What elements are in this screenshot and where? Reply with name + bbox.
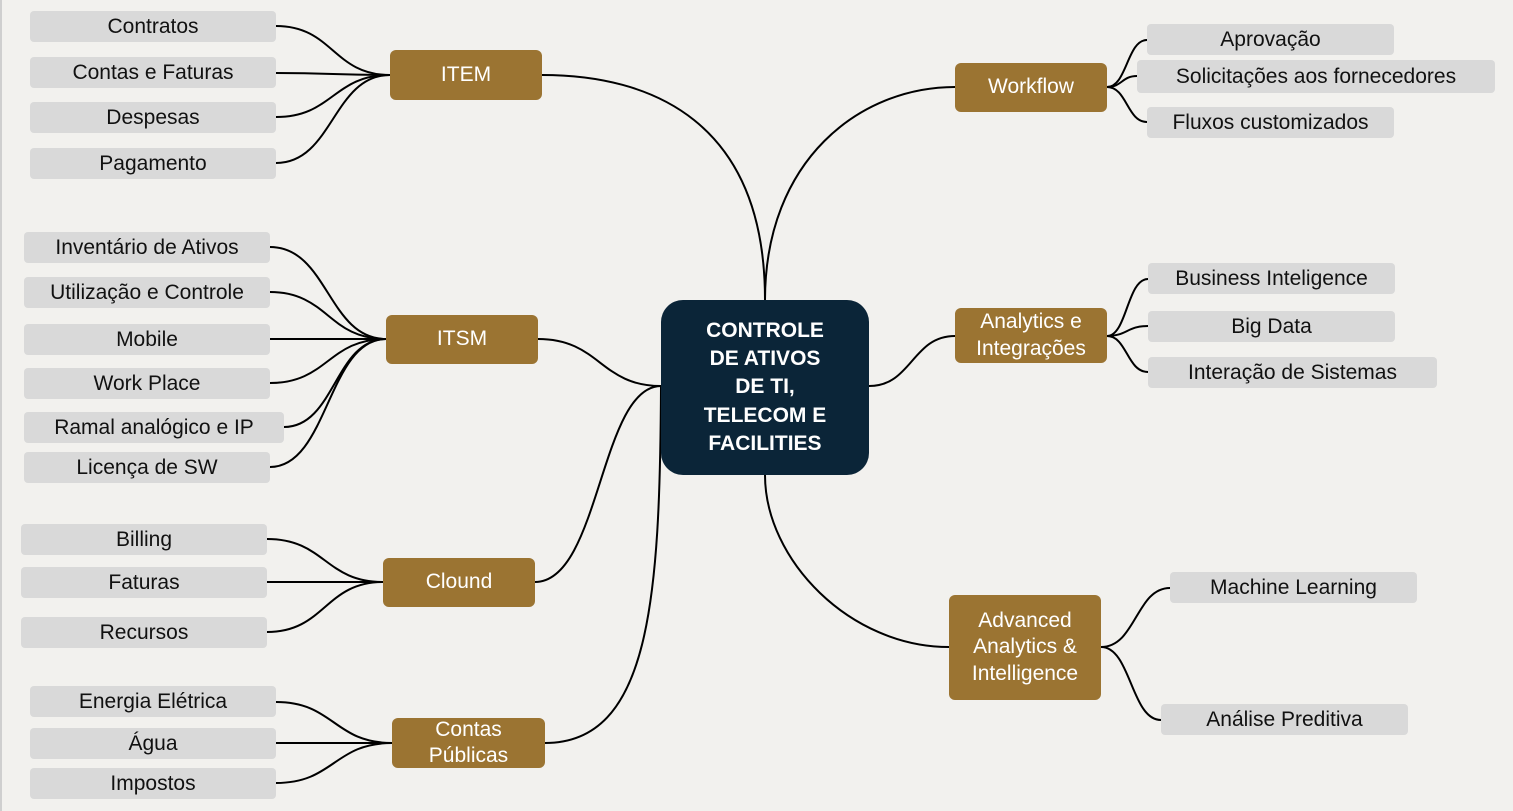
- leaf-agua[interactable]: Água: [30, 728, 276, 759]
- leaf-business-inteligence[interactable]: Business Inteligence: [1148, 263, 1395, 294]
- connector-item-pagamento: [275, 74, 391, 164]
- connector-center-advanced: [764, 474, 950, 648]
- connector-item-contratos: [275, 25, 391, 76]
- branch-item[interactable]: ITEM: [390, 50, 542, 100]
- leaf-ramal-analogico-e-ip[interactable]: Ramal analógico e IP: [24, 412, 284, 443]
- branch-advanced-analytics[interactable]: Advanced Analytics & Intelligence: [949, 595, 1101, 700]
- leaf-energia-eletrica[interactable]: Energia Elétrica: [30, 686, 276, 717]
- branch-cloud[interactable]: Clound: [383, 558, 535, 607]
- leaf-machine-learning[interactable]: Machine Learning: [1170, 572, 1417, 603]
- connector-item-contas: [275, 72, 391, 76]
- branch-analytics[interactable]: Analytics e Integrações: [955, 308, 1107, 363]
- leaf-contratos[interactable]: Contratos: [30, 11, 276, 42]
- connector-publicas-energia: [275, 701, 393, 744]
- connector-analytics-interacao: [1106, 335, 1149, 373]
- leaf-despesas[interactable]: Despesas: [30, 102, 276, 133]
- leaf-analise-preditiva[interactable]: Análise Preditiva: [1161, 704, 1408, 735]
- connector-center-publicas: [544, 385, 662, 744]
- leaf-solicitacoes-aos-fornecedores[interactable]: Solicitações aos fornecedores: [1137, 60, 1495, 93]
- connector-workflow-fluxos: [1106, 86, 1148, 123]
- connector-center-cloud: [534, 385, 662, 583]
- leaf-aprovacao[interactable]: Aprovação: [1147, 24, 1394, 55]
- connector-itsm-utilizacao: [269, 291, 387, 340]
- connector-advanced-ml: [1100, 587, 1171, 648]
- connector-item-despesas: [275, 74, 391, 118]
- connector-cloud-recursos: [266, 581, 384, 633]
- leaf-recursos[interactable]: Recursos: [21, 617, 267, 648]
- connector-itsm-workplace: [269, 338, 387, 384]
- connector-center-itsm: [537, 338, 662, 387]
- leaf-big-data[interactable]: Big Data: [1148, 311, 1395, 342]
- leaf-mobile[interactable]: Mobile: [24, 324, 270, 355]
- leaf-inventario-de-ativos[interactable]: Inventário de Ativos: [24, 232, 270, 263]
- connector-analytics-bi: [1106, 278, 1149, 337]
- connector-publicas-impostos: [275, 742, 393, 784]
- leaf-utilizacao-e-controle[interactable]: Utilização e Controle: [24, 277, 270, 308]
- connector-center-item: [541, 74, 766, 301]
- leaf-contas-e-faturas[interactable]: Contas e Faturas: [30, 57, 276, 88]
- connector-itsm-inventario: [269, 246, 387, 340]
- connector-advanced-preditiva: [1100, 646, 1162, 721]
- connector-cloud-billing: [266, 538, 384, 583]
- connector-center-analytics: [868, 335, 956, 387]
- leaf-fluxos-customizados[interactable]: Fluxos customizados: [1147, 107, 1394, 138]
- branch-contas-publicas[interactable]: Contas Públicas: [392, 718, 545, 768]
- leaf-licenca-de-sw[interactable]: Licença de SW: [24, 452, 270, 483]
- leaf-interacao-de-sistemas[interactable]: Interação de Sistemas: [1148, 357, 1437, 388]
- leaf-billing[interactable]: Billing: [21, 524, 267, 555]
- connector-center-workflow: [764, 86, 956, 301]
- connector-itsm-ramal: [283, 338, 387, 428]
- leaf-work-place[interactable]: Work Place: [24, 368, 270, 399]
- leaf-faturas[interactable]: Faturas: [21, 567, 267, 598]
- leaf-pagamento[interactable]: Pagamento: [30, 148, 276, 179]
- branch-itsm[interactable]: ITSM: [386, 315, 538, 364]
- branch-workflow[interactable]: Workflow: [955, 63, 1107, 112]
- central-topic[interactable]: CONTROLE DE ATIVOS DE TI, TELECOM E FACI…: [661, 300, 869, 475]
- left-border: [0, 0, 2, 811]
- connector-itsm-licenca: [269, 338, 387, 468]
- leaf-impostos[interactable]: Impostos: [30, 768, 276, 799]
